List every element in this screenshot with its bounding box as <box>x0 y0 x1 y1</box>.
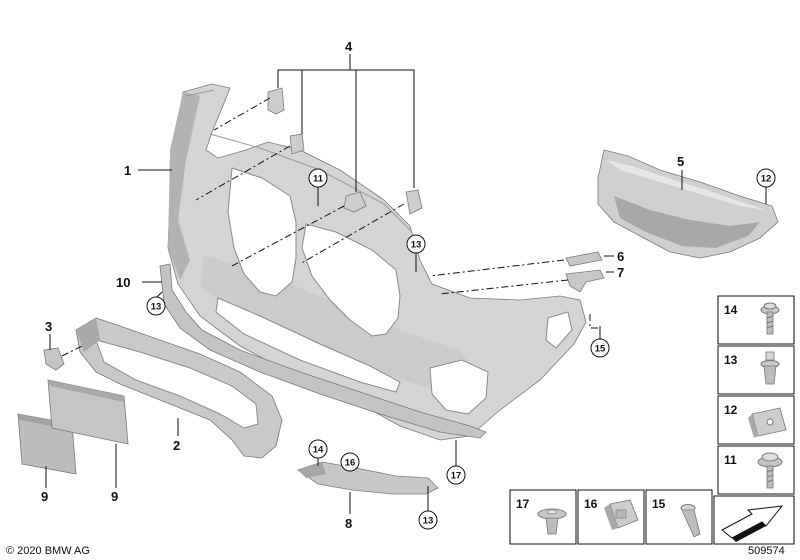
expanding-rivet-13[interactable] <box>760 351 780 385</box>
clip-nut-12[interactable] <box>748 407 787 438</box>
screw-15[interactable] <box>680 504 701 538</box>
ring-callout-13-top: 13 <box>411 240 422 251</box>
bumper-carrier-bracket[interactable] <box>597 149 779 259</box>
legend-label-12: 12 <box>724 403 738 417</box>
legend-label-11: 11 <box>724 453 737 467</box>
legend-label-14: 14 <box>724 303 738 317</box>
fastener-legend: 14 13 12 11 17 16 15 <box>509 295 795 545</box>
callout-7: 7 <box>617 265 624 280</box>
copyright-text: © 2020 BMW AG <box>6 545 90 557</box>
callout-4: 4 <box>345 39 353 54</box>
mounting-bracket-set[interactable] <box>267 87 423 215</box>
vehicle-direction-arrow-icon <box>721 505 784 542</box>
ring-callout-13-bottom: 13 <box>423 516 434 527</box>
ring-callout-11: 11 <box>313 174 324 185</box>
callout-8: 8 <box>345 516 352 531</box>
ring-callout-14: 14 <box>313 445 324 456</box>
ring-callout-12: 12 <box>761 174 772 185</box>
callout-9-left: 9 <box>41 489 48 504</box>
nut-insert-16[interactable] <box>604 499 639 530</box>
flange-screw-11[interactable] <box>757 452 783 489</box>
front-bumper-cover[interactable] <box>167 83 587 441</box>
circled-callouts: 11 12 13 13 13 14 15 16 17 <box>146 168 776 530</box>
legend-label-15: 15 <box>652 497 666 511</box>
ring-callout-13-left: 13 <box>151 302 162 313</box>
callout-1: 1 <box>124 163 131 178</box>
callout-10: 10 <box>116 275 130 290</box>
legend-label-17: 17 <box>516 497 530 511</box>
lower-spoiler-trim[interactable] <box>75 317 283 459</box>
ring-callout-17: 17 <box>451 471 462 482</box>
callout-2: 2 <box>173 438 180 453</box>
callout-5: 5 <box>677 154 684 169</box>
callout-6: 6 <box>617 249 624 264</box>
side-trim-strip[interactable] <box>159 263 487 439</box>
small-clip-part-3[interactable] <box>43 347 65 371</box>
callout-9-right: 9 <box>111 489 118 504</box>
diagram-number: 509574 <box>748 545 785 557</box>
license-plate-base-front[interactable] <box>47 379 129 445</box>
leader-lines <box>45 54 767 514</box>
legend-label-16: 16 <box>584 497 598 511</box>
part-callouts: 1 4 5 6 7 10 3 2 9 9 8 <box>41 39 684 531</box>
ring-callout-15: 15 <box>595 344 606 355</box>
push-clip-17[interactable] <box>537 508 567 535</box>
callout-3: 3 <box>45 319 52 334</box>
legend-label-13: 13 <box>724 353 738 367</box>
bracket-part-6[interactable] <box>565 251 603 267</box>
ring-callout-16: 16 <box>345 458 356 469</box>
bracket-part-7[interactable] <box>565 269 605 293</box>
front-lip-trim-8[interactable] <box>297 461 439 495</box>
screw-with-washer-14[interactable] <box>760 302 780 335</box>
